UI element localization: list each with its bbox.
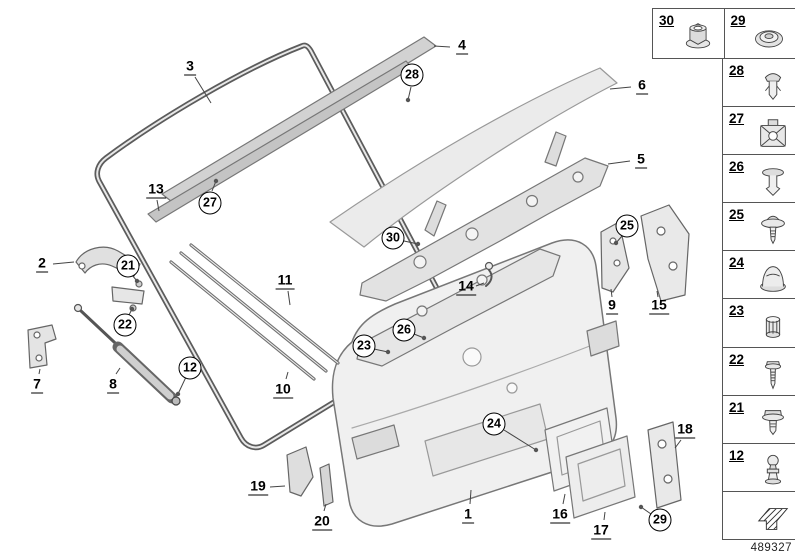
part-number-label: 26 bbox=[729, 159, 745, 175]
sidebar-part-cell-27[interactable]: 27 bbox=[722, 107, 795, 156]
part-12-ball-stud bbox=[171, 396, 181, 406]
part-18-bracket bbox=[647, 421, 682, 509]
callout-5[interactable]: 5 bbox=[635, 150, 647, 169]
sidebar-parts-column: 28 27 26 25 24 23 22 21 12 bbox=[722, 59, 795, 540]
grommet-icon bbox=[751, 20, 787, 56]
callout-9[interactable]: 9 bbox=[606, 296, 618, 315]
part-number-label: 28 bbox=[729, 63, 745, 78]
washer-screw-icon bbox=[754, 211, 792, 249]
part-number-label: 21 bbox=[729, 399, 745, 415]
part-number-label: 22 bbox=[729, 351, 745, 367]
callout-7[interactable]: 7 bbox=[31, 375, 43, 394]
sidebar-part-cell-30[interactable]: 30 bbox=[652, 9, 724, 58]
part-5-frame bbox=[359, 131, 609, 302]
callout-28[interactable]: 28 bbox=[400, 63, 424, 87]
sidebar-part-cell-21[interactable]: 21 bbox=[722, 395, 795, 444]
diagram-number: 489327 bbox=[750, 542, 792, 554]
part-8-gas-strut bbox=[73, 303, 181, 406]
tapping-screw-icon bbox=[754, 356, 792, 394]
sidebar-part-cell-22[interactable]: 22 bbox=[722, 347, 795, 396]
part-number-label: 12 bbox=[729, 447, 745, 463]
sidebar-part-cell-25[interactable]: 25 bbox=[722, 203, 795, 252]
callout-17[interactable]: 17 bbox=[591, 521, 611, 540]
callout-14[interactable]: 14 bbox=[456, 277, 476, 296]
part-20-trim bbox=[319, 463, 334, 507]
callout-21[interactable]: 21 bbox=[116, 254, 140, 278]
callout-23[interactable]: 23 bbox=[352, 334, 376, 358]
part-19-trim bbox=[286, 446, 314, 497]
sidebar-part-cell-23[interactable]: 23 bbox=[722, 299, 795, 348]
part-15-bracket bbox=[640, 204, 690, 302]
expanding-clip-icon bbox=[754, 67, 792, 105]
part-number-label: 27 bbox=[729, 111, 745, 127]
flange-nut-icon bbox=[680, 20, 716, 56]
callout-18[interactable]: 18 bbox=[675, 420, 695, 439]
part-number-label: 29 bbox=[730, 13, 746, 28]
sidebar-top-row: 30 29 bbox=[652, 8, 795, 59]
callout-19[interactable]: 19 bbox=[248, 477, 268, 496]
clip-adapter-icon bbox=[754, 115, 792, 153]
callout-11[interactable]: 11 bbox=[275, 271, 295, 290]
rubber-buffer-icon bbox=[754, 259, 792, 297]
callout-27[interactable]: 27 bbox=[198, 191, 222, 215]
sidebar-part-cell-24[interactable]: 24 bbox=[722, 251, 795, 300]
callout-22[interactable]: 22 bbox=[113, 313, 137, 337]
part-17-plate bbox=[565, 435, 636, 519]
part-1-tailgate bbox=[331, 239, 620, 527]
sidebar-part-cell-symbol[interactable] bbox=[722, 491, 795, 540]
part-number-label: 25 bbox=[729, 207, 745, 223]
sidebar-part-cell-12[interactable]: 12 bbox=[722, 443, 795, 492]
callout-30[interactable]: 30 bbox=[381, 226, 405, 250]
callout-26[interactable]: 26 bbox=[392, 318, 416, 342]
ball-stud-icon bbox=[754, 452, 792, 490]
callout-20[interactable]: 20 bbox=[312, 512, 332, 531]
hex-bolt-icon bbox=[754, 404, 792, 442]
part-14-cable bbox=[484, 261, 494, 287]
callout-24[interactable]: 24 bbox=[482, 412, 506, 436]
callout-10[interactable]: 10 bbox=[273, 380, 293, 399]
callout-12[interactable]: 12 bbox=[178, 356, 202, 380]
callout-1[interactable]: 1 bbox=[462, 505, 474, 524]
part-number-label: 30 bbox=[659, 13, 675, 28]
callout-8[interactable]: 8 bbox=[107, 375, 119, 394]
sidebar-part-cell-28[interactable]: 28 bbox=[722, 59, 795, 108]
part-number-label: 23 bbox=[729, 303, 745, 319]
sidebar-part-cell-29[interactable]: 29 bbox=[723, 9, 796, 58]
callout-15[interactable]: 15 bbox=[649, 296, 669, 315]
callout-4[interactable]: 4 bbox=[456, 36, 468, 55]
callout-13[interactable]: 13 bbox=[146, 180, 166, 199]
part-7-bracket bbox=[27, 324, 57, 369]
callout-3[interactable]: 3 bbox=[184, 57, 196, 76]
part-10-11-trim-strips bbox=[169, 243, 340, 381]
callout-16[interactable]: 16 bbox=[550, 505, 570, 524]
callout-29[interactable]: 29 bbox=[648, 508, 672, 532]
callout-2[interactable]: 2 bbox=[36, 254, 48, 273]
expanding-rivet-icon bbox=[754, 163, 792, 201]
sidebar-part-cell-26[interactable]: 26 bbox=[722, 155, 795, 204]
part-6-window bbox=[329, 67, 618, 248]
callout-25[interactable]: 25 bbox=[615, 214, 639, 238]
plastic-nut-icon bbox=[754, 308, 792, 346]
hatched-symbol-icon bbox=[754, 500, 792, 538]
part-number-label: 24 bbox=[729, 255, 745, 271]
callout-6[interactable]: 6 bbox=[636, 76, 648, 95]
